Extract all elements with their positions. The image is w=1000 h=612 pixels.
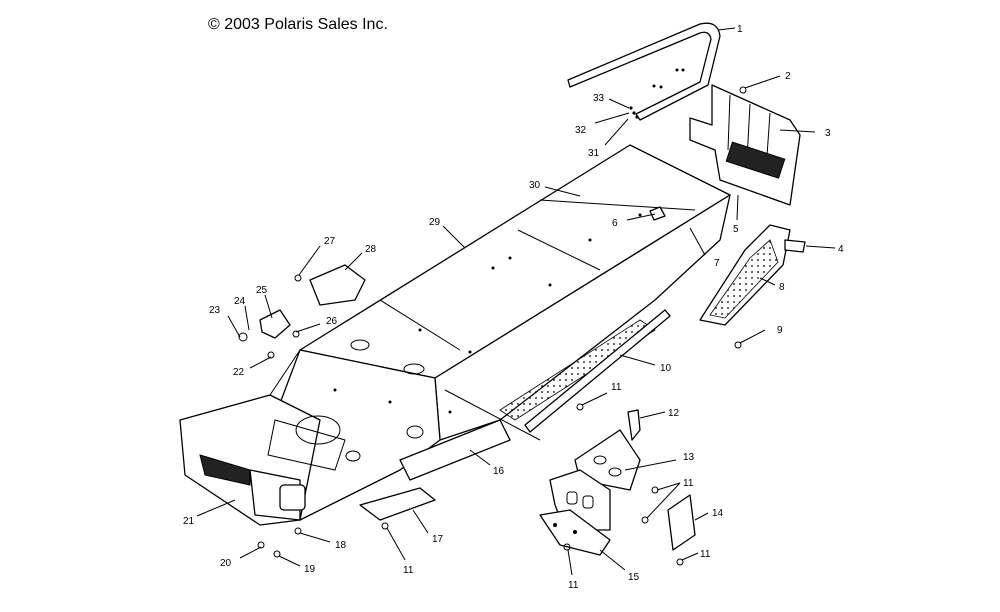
callout-11e: 11 — [403, 565, 414, 576]
callout-11c: 11 — [700, 549, 711, 560]
callout-7: 7 — [714, 258, 720, 269]
callout-29: 29 — [429, 217, 441, 228]
callout-27: 27 — [324, 236, 336, 247]
shield-17 — [359, 487, 436, 521]
copyright-notice: © 2003 Polaris Sales Inc. — [208, 16, 388, 33]
callout-16: 16 — [493, 466, 505, 477]
callout-2: 2 — [785, 71, 791, 82]
callout-26: 26 — [326, 316, 338, 327]
side-rail — [524, 309, 671, 433]
callout-14: 14 — [712, 508, 724, 519]
leader-lines — [196, 27, 836, 576]
bracket-14 — [667, 494, 696, 551]
callout-15: 15 — [628, 572, 640, 583]
callout-11a: 11 — [611, 382, 622, 393]
callout-6: 6 — [612, 218, 618, 229]
bracket-28 — [309, 264, 366, 306]
callout-11b: 11 — [683, 478, 694, 489]
callout-33: 33 — [593, 93, 605, 104]
callout-8: 8 — [779, 282, 785, 293]
fasteners — [257, 86, 747, 566]
callout-18: 18 — [335, 540, 347, 551]
rear-bumper — [567, 22, 721, 121]
callout-24: 24 — [234, 296, 246, 307]
callout-22: 22 — [233, 367, 245, 378]
snow-flap — [689, 84, 801, 206]
callout-1: 1 — [737, 24, 743, 35]
callout-17: 17 — [432, 534, 444, 545]
callout-31: 31 — [588, 148, 600, 159]
running-board — [699, 224, 806, 326]
callout-30: 30 — [529, 180, 541, 191]
callout-19: 19 — [304, 564, 316, 575]
bracket-25 — [238, 309, 291, 342]
callout-23: 23 — [209, 305, 221, 316]
chassis-tunnel — [179, 144, 731, 526]
callout-11d: 11 — [568, 580, 579, 591]
callout-32: 32 — [575, 125, 587, 136]
callout-10: 10 — [660, 363, 672, 374]
clip-12 — [627, 409, 641, 441]
callout-12: 12 — [668, 408, 680, 419]
callout-13: 13 — [683, 452, 695, 463]
callout-21: 21 — [183, 516, 195, 527]
bracket-15 — [539, 469, 611, 556]
callout-20: 20 — [220, 558, 232, 569]
callout-5: 5 — [733, 224, 739, 235]
callout-28: 28 — [365, 244, 377, 255]
callout-9: 9 — [777, 325, 783, 336]
callout-4: 4 — [838, 244, 844, 255]
callout-3: 3 — [825, 128, 831, 139]
callout-labels: 1 2 3 4 5 6 7 8 9 10 11 12 13 11 14 11 1… — [183, 24, 844, 591]
callout-25: 25 — [256, 285, 268, 296]
